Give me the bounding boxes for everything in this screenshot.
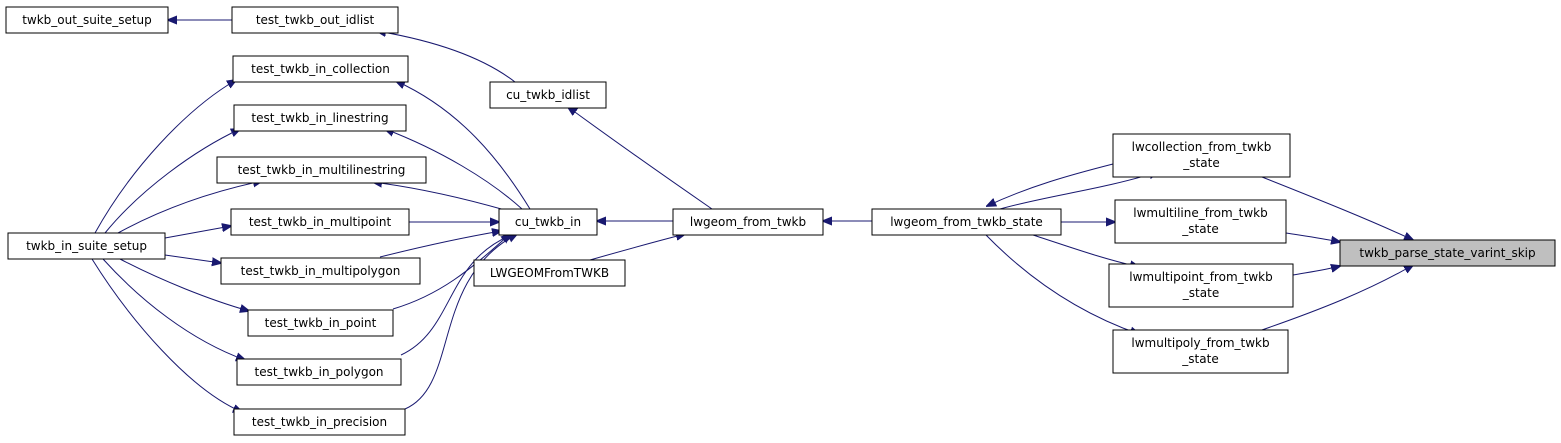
node-label: test_twkb_out_idlist: [256, 13, 375, 27]
node-label: test_twkb_in_collection: [251, 62, 390, 76]
edges: [91, 20, 1413, 412]
edge-test-twkb-in-linestring-to-twkb-in-suite-setup: [104, 129, 240, 234]
node-twkb-in-suite-setup[interactable]: twkb_in_suite_setup: [7, 232, 166, 260]
edge-twkb-parse-state-varint-skip-to-lwmultiline-from-twkb-state: [1285, 232, 1340, 242]
node-lwgeomfromtwkb[interactable]: LWGEOMFromTWKB: [473, 259, 626, 287]
edge-twkb-parse-state-varint-skip-to-lwmultipoint-from-twkb-state: [1292, 266, 1340, 276]
node-lwmultipoint-from-twkb-state[interactable]: lwmultipoint_from_twkb _state: [1108, 263, 1294, 308]
node-lwgeom-from-twkb-state[interactable]: lwgeom_from_twkb_state: [871, 208, 1062, 236]
node-cu-twkb-in[interactable]: cu_twkb_in: [498, 208, 598, 236]
edge-test-twkb-in-point-to-twkb-in-suite-setup: [119, 258, 249, 311]
edge-test-twkb-in-multipoint-to-twkb-in-suite-setup: [164, 226, 231, 239]
edge-test-twkb-in-multipolygon-to-twkb-in-suite-setup: [164, 254, 221, 263]
node-label-line-2: _state: [1181, 352, 1218, 366]
edge-lwgeom-from-twkb-to-cu-twkb-idlist: [568, 107, 713, 210]
node-label: lwgeom_from_twkb: [690, 215, 806, 229]
node-label: cu_twkb_in: [515, 215, 581, 229]
node-label-line-2: _state: [1181, 222, 1218, 236]
node-label-line-2: _state: [1182, 156, 1219, 170]
node-label: twkb_out_suite_setup: [22, 13, 152, 27]
node-label-line-2: _state: [1182, 286, 1219, 300]
node-test-twkb-in-polygon[interactable]: test_twkb_in_polygon: [236, 358, 402, 386]
edge-twkb-parse-state-varint-skip-to-lwmultipoly-from-twkb-state: [1255, 265, 1413, 333]
edge-cu-twkb-in-to-test-twkb-in-precision: [404, 234, 517, 410]
edge-test-twkb-in-multilinestring-to-twkb-in-suite-setup: [117, 181, 262, 234]
edge-cu-twkb-idlist-to-test-twkb-out-idlist: [377, 31, 516, 83]
edge-lwcollection-from-twkb-state-to-lwgeom-from-twkb-state: [987, 163, 1114, 206]
node-lwmultipoly-from-twkb-state[interactable]: lwmultipoly_from_twkb _state: [1112, 329, 1289, 374]
node-test-twkb-in-multipoint[interactable]: test_twkb_in_multipoint: [230, 208, 410, 236]
edge-cu-twkb-in-to-test-twkb-in-linestring: [385, 129, 523, 210]
node-test-twkb-in-collection[interactable]: test_twkb_in_collection: [232, 55, 409, 83]
node-label: test_twkb_in_multipoint: [249, 215, 392, 229]
edge-test-twkb-in-polygon-to-twkb-in-suite-setup: [102, 258, 245, 360]
node-lwcollection-from-twkb-state[interactable]: lwcollection_from_twkb _state: [1112, 133, 1291, 178]
node-label-line-1: lwcollection_from_twkb: [1132, 140, 1272, 154]
edge-cu-twkb-in-to-test-twkb-in-collection: [396, 81, 531, 210]
node-label: test_twkb_in_multilinestring: [238, 163, 406, 177]
edge-test-twkb-in-collection-to-twkb-in-suite-setup: [94, 80, 236, 234]
node-twkb-parse-state-varint-skip[interactable]: twkb_parse_state_varint_skip: [1339, 239, 1556, 267]
node-label: lwgeom_from_twkb_state: [890, 215, 1043, 229]
node-lwmultiline-from-twkb-state[interactable]: lwmultiline_from_twkb _state: [1114, 199, 1287, 244]
edge-test-twkb-in-precision-to-twkb-in-suite-setup: [91, 258, 242, 412]
node-label: cu_twkb_idlist: [506, 88, 590, 102]
node-cu-twkb-idlist[interactable]: cu_twkb_idlist: [489, 81, 607, 109]
node-test-twkb-in-multipolygon[interactable]: test_twkb_in_multipolygon: [220, 257, 421, 285]
node-label: LWGEOMFromTWKB: [490, 266, 609, 280]
edge-cu-twkb-in-to-test-twkb-in-multipolygon: [379, 231, 501, 258]
edge-cu-twkb-in-to-test-twkb-in-multilinestring: [373, 182, 506, 211]
node-label: twkb_parse_state_varint_skip: [1359, 246, 1535, 260]
node-label: test_twkb_in_point: [265, 316, 377, 330]
node-label-line-1: lwmultipoint_from_twkb: [1129, 270, 1272, 284]
node-label: test_twkb_in_linestring: [251, 111, 388, 125]
edge-lwgeom-from-twkb-to-lwgeomfromtwkb: [589, 234, 685, 261]
node-label: test_twkb_in_polygon: [254, 365, 383, 379]
node-label-line-1: lwmultiline_from_twkb: [1133, 206, 1267, 220]
edge-cu-twkb-in-to-test-twkb-in-polygon: [400, 234, 514, 356]
node-label: test_twkb_in_multipolygon: [241, 264, 401, 278]
node-test-twkb-in-multilinestring[interactable]: test_twkb_in_multilinestring: [216, 156, 427, 184]
node-label: twkb_in_suite_setup: [26, 239, 147, 253]
node-twkb-out-suite-setup[interactable]: twkb_out_suite_setup: [5, 6, 169, 34]
node-test-twkb-in-linestring[interactable]: test_twkb_in_linestring: [233, 104, 407, 132]
node-test-twkb-in-precision[interactable]: test_twkb_in_precision: [233, 408, 406, 436]
node-label: test_twkb_in_precision: [252, 415, 387, 429]
node-lwgeom-from-twkb[interactable]: lwgeom_from_twkb: [672, 208, 824, 236]
node-label-line-1: lwmultipoly_from_twkb: [1131, 336, 1269, 350]
edge-lwgeom-from-twkb-state-to-lwcollection-from-twkb-state: [999, 172, 1158, 210]
edge-lwgeom-from-twkb-state-to-lwmultipoly-from-twkb-state: [984, 233, 1139, 334]
node-test-twkb-in-point[interactable]: test_twkb_in_point: [247, 309, 394, 337]
edge-cu-twkb-in-to-test-twkb-in-point: [392, 234, 510, 310]
edge-twkb-parse-state-varint-skip-to-lwcollection-from-twkb-state: [1261, 176, 1413, 240]
node-test-twkb-out-idlist[interactable]: test_twkb_out_idlist: [231, 6, 399, 34]
